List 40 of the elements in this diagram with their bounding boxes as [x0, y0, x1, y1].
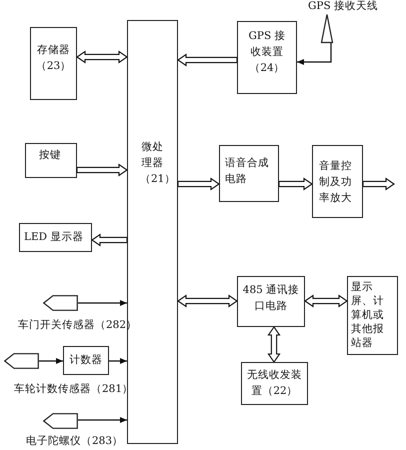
arrow	[78, 300, 127, 306]
block-label: 显示屏、计算机或其他报站器	[351, 280, 385, 350]
arrow	[109, 358, 127, 364]
block-box	[237, 276, 305, 327]
block-box	[312, 145, 363, 218]
block-label: GPS 接收装置（24）	[248, 29, 286, 76]
block-label: 按键	[39, 148, 62, 163]
block-label: 计数器	[68, 353, 104, 368]
arrow	[78, 417, 127, 423]
arrow	[177, 177, 220, 191]
arrow	[76, 50, 128, 64]
block-box	[25, 143, 77, 178]
arrow	[177, 294, 238, 308]
block-box	[127, 20, 178, 444]
block-label: 语音合成电路	[225, 156, 270, 187]
block-box	[30, 27, 77, 100]
arrow	[267, 326, 281, 363]
antenna-label: GPS 接收天线	[308, 0, 378, 12]
arrow	[304, 294, 348, 308]
block-box	[347, 276, 398, 355]
sensor-label: 车门开关传感器（282）	[18, 318, 138, 333]
arrow	[91, 233, 128, 247]
arrow	[297, 43, 332, 65]
arrow	[76, 163, 128, 177]
block-box	[219, 145, 279, 202]
block-label: 485 通讯接口电路	[242, 283, 300, 314]
block-box	[237, 21, 297, 94]
arrow	[39, 358, 63, 364]
block-label: 音量控制及功率放大	[319, 159, 353, 206]
block-label: LED 显示器	[24, 230, 84, 245]
block-box	[63, 346, 109, 375]
block-label: 无线收发装置（22）	[246, 368, 303, 399]
arrow	[177, 53, 238, 67]
block-box	[241, 362, 308, 405]
sensor-label: 电子陀螺仪（283）	[26, 434, 124, 449]
sensor-label: 车轮计数传感器（281）	[14, 382, 134, 397]
arrow	[362, 177, 395, 191]
arrow	[278, 177, 313, 191]
block-box	[19, 223, 92, 252]
block-label: 存储器（23）	[34, 43, 72, 74]
